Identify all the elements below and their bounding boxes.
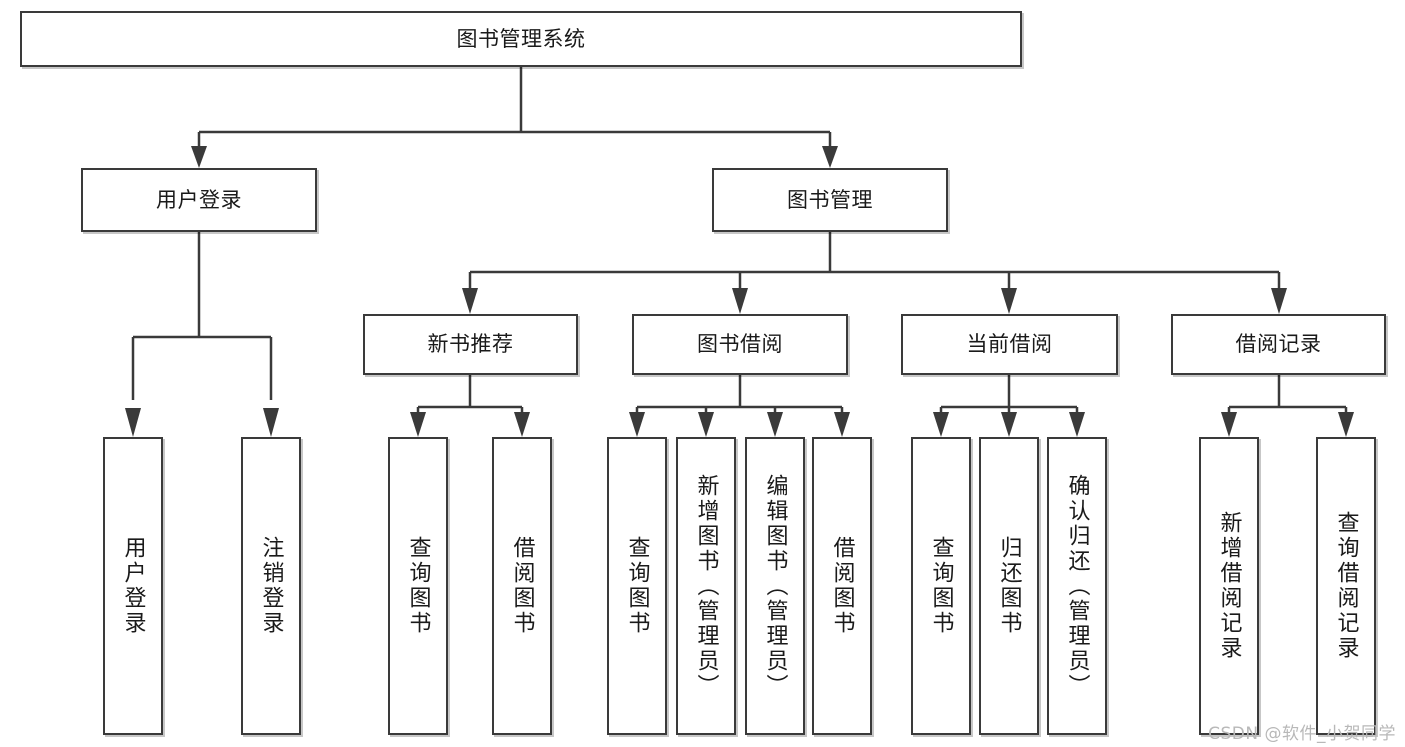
node-root-book-management-system[interactable]: 图书管理系统 bbox=[20, 11, 1022, 67]
node-label: 查询图书 bbox=[624, 536, 650, 636]
leaf-query-book-current[interactable]: 查询图书 bbox=[911, 437, 971, 735]
leaf-query-book-borrow[interactable]: 查询图书 bbox=[607, 437, 667, 735]
leaf-borrow-book-recommend[interactable]: 借阅图书 bbox=[492, 437, 552, 735]
node-label: 查询图书 bbox=[928, 536, 954, 636]
node-label: 查询图书 bbox=[405, 536, 431, 636]
node-label: 当前借阅 bbox=[966, 332, 1053, 357]
node-label: 借阅图书 bbox=[509, 536, 535, 636]
node-label: 注销登录 bbox=[258, 536, 284, 636]
node-user-login[interactable]: 用户登录 bbox=[81, 168, 317, 232]
leaf-confirm-return[interactable]: 确认归还（管理员） bbox=[1047, 437, 1107, 735]
node-label: 用户登录 bbox=[120, 536, 146, 636]
leaf-borrow-book[interactable]: 借阅图书 bbox=[812, 437, 872, 735]
leaf-user-login[interactable]: 用户登录 bbox=[103, 437, 163, 735]
leaf-logout-login[interactable]: 注销登录 bbox=[241, 437, 301, 735]
node-current-borrow[interactable]: 当前借阅 bbox=[901, 314, 1118, 375]
node-label: 图书管理 bbox=[787, 187, 873, 212]
node-label: 新增借阅记录 bbox=[1216, 511, 1242, 661]
node-label: 用户登录 bbox=[156, 187, 242, 212]
leaf-add-book[interactable]: 新增图书（管理员） bbox=[676, 437, 736, 735]
leaf-add-borrow-record[interactable]: 新增借阅记录 bbox=[1199, 437, 1259, 735]
node-label: 编辑图书（管理员） bbox=[762, 473, 788, 699]
node-label: 归还图书 bbox=[996, 536, 1022, 636]
leaf-edit-book[interactable]: 编辑图书（管理员） bbox=[745, 437, 805, 735]
node-label: 新增图书（管理员） bbox=[693, 473, 719, 699]
node-label: 查询借阅记录 bbox=[1333, 511, 1359, 661]
node-label: 借阅图书 bbox=[829, 536, 855, 636]
node-label: 图书管理系统 bbox=[456, 26, 586, 51]
node-new-book-recommend[interactable]: 新书推荐 bbox=[363, 314, 578, 375]
leaf-query-book-recommend[interactable]: 查询图书 bbox=[388, 437, 448, 735]
node-label: 新书推荐 bbox=[427, 332, 514, 357]
node-label: 图书借阅 bbox=[697, 332, 783, 357]
leaf-query-borrow-record[interactable]: 查询借阅记录 bbox=[1316, 437, 1376, 735]
leaf-return-book[interactable]: 归还图书 bbox=[979, 437, 1039, 735]
node-book-borrow[interactable]: 图书借阅 bbox=[632, 314, 848, 375]
node-label: 确认归还（管理员） bbox=[1064, 473, 1090, 699]
node-borrow-record[interactable]: 借阅记录 bbox=[1171, 314, 1386, 375]
node-book-manage[interactable]: 图书管理 bbox=[712, 168, 948, 232]
node-label: 借阅记录 bbox=[1235, 332, 1322, 357]
